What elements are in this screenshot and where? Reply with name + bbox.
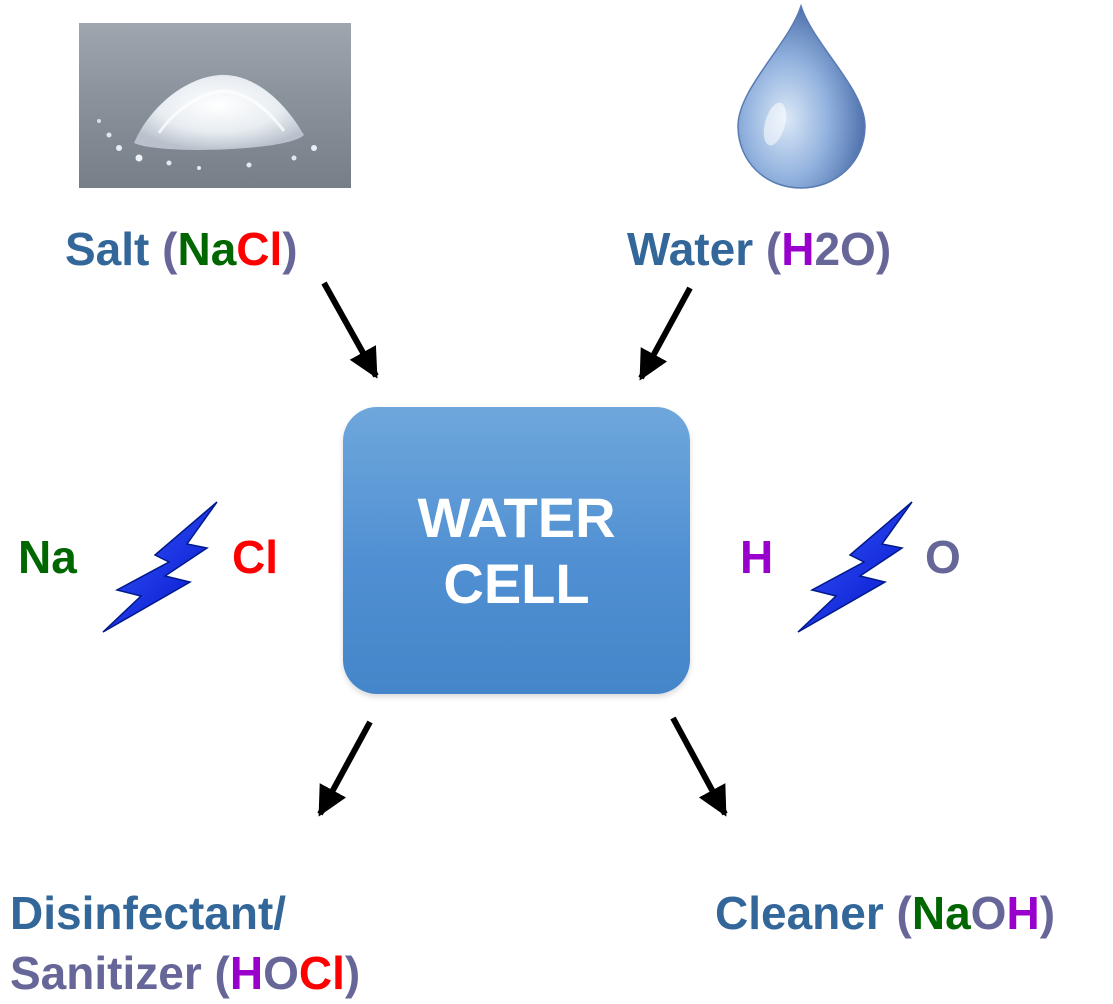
salt-photo-icon <box>79 23 351 188</box>
arrow-icon <box>638 286 693 381</box>
water-paren-close: ) <box>875 223 892 275</box>
cleaner-paren-open: ( <box>883 887 912 939</box>
salt-formula-cl: Cl <box>236 223 283 275</box>
water-cell-line2: CELL <box>443 551 590 615</box>
disinfectant-line1: Disinfectant/ <box>10 887 287 939</box>
salt-formula-na: Na <box>177 223 237 275</box>
cleaner-label: Cleaner (NaOH) <box>715 890 1055 936</box>
reaction-right-o: O <box>925 531 961 583</box>
cleaner-paren-close: ) <box>1039 887 1056 939</box>
reaction-left-na: Na <box>18 531 77 583</box>
disinfectant-label: Sanitizer (HOCl) <box>10 950 360 996</box>
water-drop-icon <box>737 4 866 189</box>
cleaner-name: Cleaner <box>715 887 884 939</box>
sanitizer-name: Sanitizer <box>10 947 202 999</box>
lightning-bolt-icon <box>102 501 218 633</box>
sanitizer-formula-o: O <box>263 947 299 999</box>
sanitizer-formula-h: H <box>229 947 264 999</box>
salt-paren-open: ( <box>149 223 178 275</box>
reaction-right-h: H <box>740 531 774 583</box>
arrow-icon <box>670 716 728 817</box>
salt-label: Salt (NaCl) <box>65 226 298 272</box>
salt-name: Salt <box>65 223 150 275</box>
arrow-icon <box>321 281 379 379</box>
sanitizer-formula-cl: Cl <box>298 947 345 999</box>
reaction-left-cl: Cl <box>232 531 278 583</box>
water-paren-open: ( <box>753 223 782 275</box>
water-formula-h: H <box>781 223 815 275</box>
water-name: Water <box>627 223 754 275</box>
water-cell-line1: WATER <box>417 485 616 549</box>
cleaner-formula-na: Na <box>911 887 971 939</box>
sanitizer-paren-close: ) <box>344 947 361 999</box>
cleaner-formula-h: H <box>1006 887 1040 939</box>
arrow-icon <box>317 720 373 817</box>
water-cell-box: WATER CELL <box>343 407 690 694</box>
salt-paren-close: ) <box>282 223 298 275</box>
sanitizer-paren-open: ( <box>201 947 230 999</box>
cleaner-formula-o: O <box>970 887 1007 939</box>
water-formula-rest: 2O <box>814 223 876 275</box>
lightning-bolt-icon <box>797 501 913 633</box>
water-label: Water (H2O) <box>627 226 891 272</box>
